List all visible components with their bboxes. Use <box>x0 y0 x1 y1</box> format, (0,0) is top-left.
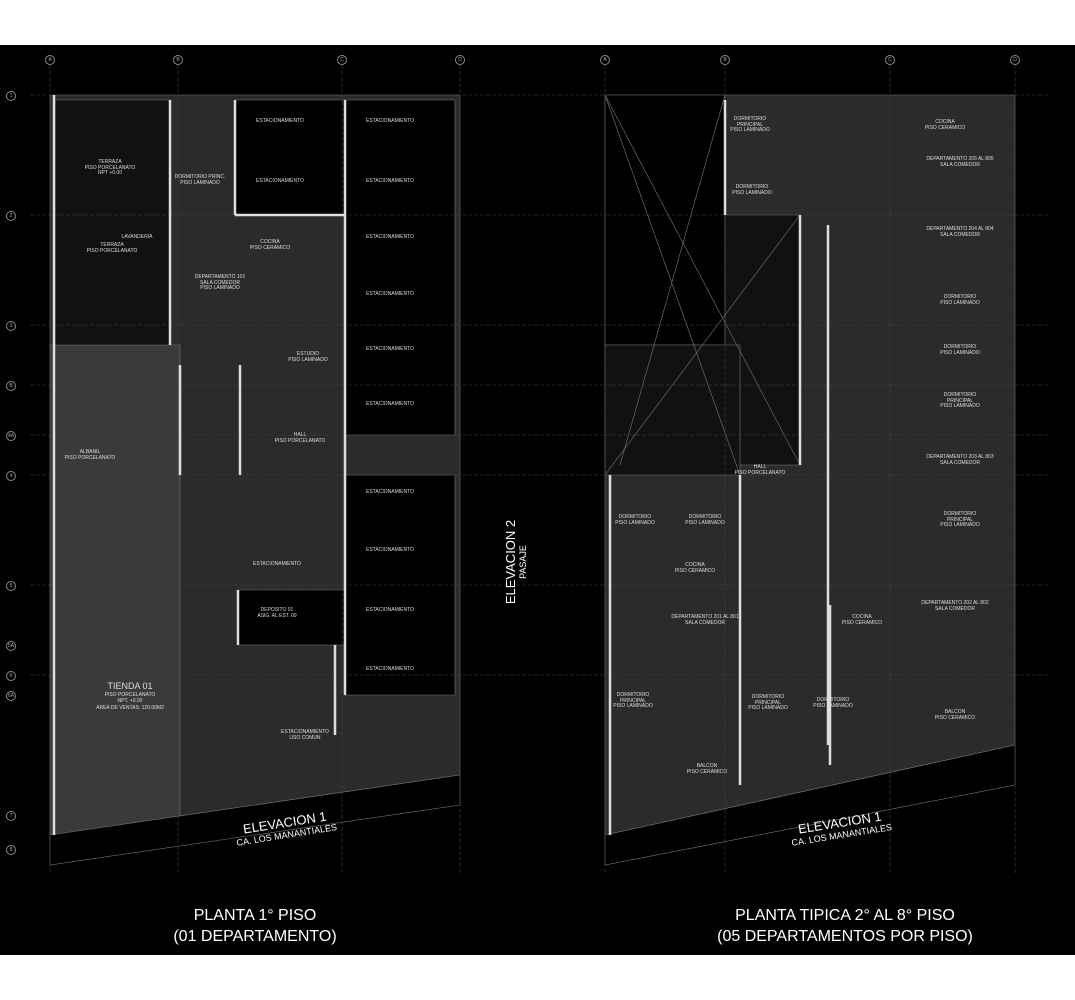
parking-label: ESTACIONAMIENTO <box>366 401 414 407</box>
grid-col-marker: C <box>885 55 895 65</box>
room-cocina: COCINA PISO CERAMICO <box>924 119 966 131</box>
parking-label: ESTACIONAMIENTO <box>366 346 414 352</box>
room-dept-202: DEPARTAMENTO 202 AL 802 SALA COMEDOR <box>921 600 989 612</box>
room-dept-204: DEPARTAMENTO 204 AL 804 SALA COMEDOR <box>926 226 994 238</box>
plan-title-right: PLANTA TIPICA 2° AL 8° PISO (05 DEPARTAME… <box>717 905 973 947</box>
room-dormitorio: DORMITORIO PISO LAMINADO <box>685 514 725 526</box>
parking-label: ESTACIONAMIENTO <box>366 234 414 240</box>
room-dormitorio: DORMITORIO PISO LAMINADO <box>940 344 980 356</box>
title-line: (01 DEPARTAMENTO) <box>173 928 337 945</box>
parking-label: ESTACIONAMIENTO <box>366 291 414 297</box>
room-cocina: COCINA PISO CERAMICO <box>841 614 883 626</box>
parking-label: ESTACIONAMIENTO <box>366 489 414 495</box>
elevation-label: ELEVACION 2 <box>503 519 519 605</box>
drawing-sheet: TERRAZA PISO PORCELANATO NPT +0.00 DORMI… <box>0 45 1075 955</box>
grid-row-marker: 7 <box>6 811 16 821</box>
grid-row-marker: 3 <box>6 321 16 331</box>
passage-label: PASAJE <box>518 545 529 579</box>
parking-label: ESTACIONAMIENTO <box>366 118 414 124</box>
grid-col-marker: B <box>173 55 183 65</box>
room-dormitorio-principal: DORMITORIO PRINCIPAL PISO LAMINADO <box>940 392 980 409</box>
parking-label: ESTACIONAMIENTO <box>366 547 414 553</box>
grid-col-marker: B <box>720 55 730 65</box>
grid-row-marker: 8 <box>6 845 16 855</box>
room-deposito: DEPOSITO 01 ASIG. AL EST. 09 <box>257 607 297 619</box>
room-dormitorio-principal: DORMITORIO PRINCIPAL PISO LAMINADO <box>613 692 653 709</box>
room-dept-201: DEPARTAMENTO 201 AL 801 SALA COMEDOR <box>671 614 739 626</box>
room-cocina: COCINA PISO CERAMICO <box>674 562 716 574</box>
parking-label: ESTACIONAMIENTO <box>366 607 414 613</box>
room-tienda: TIENDA 01 <box>107 681 153 691</box>
room-lavanderia: LAVANDERIA <box>121 234 153 240</box>
room-terraza-2: TERRAZA PISO PORCELANATO <box>86 242 138 254</box>
room-hall: HALL PISO PORCELANATO <box>734 464 786 476</box>
room-dormitorio: DORMITORIO PISO LAMINADO <box>940 294 980 306</box>
parking-label: ESTACIONAMIENTO <box>366 178 414 184</box>
tienda-area-label: AREA DE VENTAS: 120.00M2 <box>96 705 164 711</box>
floor-plans-drawing <box>30 65 1050 875</box>
grid-row-marker: 1 <box>6 91 16 101</box>
plan-title-left: PLANTA 1° PISO (01 DEPARTAMENTO) <box>173 905 336 947</box>
grid-row-marker: 6 <box>6 671 16 681</box>
grid-row-marker: 5 <box>6 581 16 591</box>
grid-row-marker: 4 <box>6 471 16 481</box>
grid-row-marker: 4A <box>6 431 16 441</box>
tienda-floor <box>49 344 181 836</box>
parking-label: ESTACIONAMIENTO <box>256 118 304 124</box>
grid-col-marker: A <box>600 55 610 65</box>
title-line: PLANTA TIPICA 2° AL 8° PISO <box>735 907 955 924</box>
room-dormitorio: DORMITORIO PRINC. PISO LAMINADO <box>174 174 226 186</box>
room-est-comun: ESTACIONAMIENTO USO COMUN <box>281 729 329 741</box>
parking-label: ESTACIONAMIENTO <box>253 561 301 567</box>
room-estudio: ESTUDIO PISO LAMINADO <box>288 351 328 363</box>
room-departamento-101: DEPARTAMENTO 101 SALA COMEDOR PISO LAMIN… <box>194 274 246 291</box>
title-line: (05 DEPARTAMENTOS POR PISO) <box>717 928 973 945</box>
parking-label: ESTACIONAMIENTO <box>366 666 414 672</box>
room-cocina: COCINA PISO CERAMICO <box>249 239 291 251</box>
grid-col-marker: A <box>45 55 55 65</box>
parking-label: ESTACIONAMIENTO <box>256 178 304 184</box>
title-line: PLANTA 1° PISO <box>193 907 317 924</box>
room-terraza: TERRAZA PISO PORCELANATO NPT +0.00 <box>84 159 136 176</box>
room-dormitorio: DORMITORIO PISO LAMINADO <box>615 514 655 526</box>
room-dept-205: DEPARTAMENTO 205 AL 805 SALA COMEDOR <box>926 156 994 168</box>
room-balcon: BALCON PISO CERAMICO <box>686 763 728 775</box>
grid-row-marker: 6A <box>6 691 16 701</box>
room-dept-203: DEPARTAMENTO 203 AL 803 SALA COMEDOR <box>926 454 994 466</box>
grid-row-marker: B <box>6 381 16 391</box>
terrace-area <box>54 99 171 346</box>
room-balcon: BALCON PISO CERAMICO <box>934 709 976 721</box>
room-albanil: ALBANIL PISO PORCELANATO <box>64 449 116 461</box>
grid-col-marker: C <box>337 55 347 65</box>
grid-col-marker: D <box>1010 55 1020 65</box>
grid-row-marker: 2 <box>6 211 16 221</box>
room-dormitorio: DORMITORIO PISO LAMINADO <box>813 697 853 709</box>
grid-col-marker: D <box>455 55 465 65</box>
room-dormitorio-principal: DORMITORIO PRINCIPAL PISO LAMINADO <box>730 116 770 133</box>
room-hall: HALL PISO PORCELANATO <box>274 432 326 444</box>
room-dormitorio-principal: DORMITORIO PRINCIPAL PISO LAMINADO <box>748 694 788 711</box>
room-dormitorio: DORMITORIO PISO LAMINADO <box>732 184 772 196</box>
tienda-floor-label: PISO PORCELANATO NPT. +0.00 <box>104 692 156 704</box>
grid-row-marker: 5A <box>6 641 16 651</box>
room-dormitorio-principal: DORMITORIO PRINCIPAL PISO LAMINADO <box>940 511 980 528</box>
